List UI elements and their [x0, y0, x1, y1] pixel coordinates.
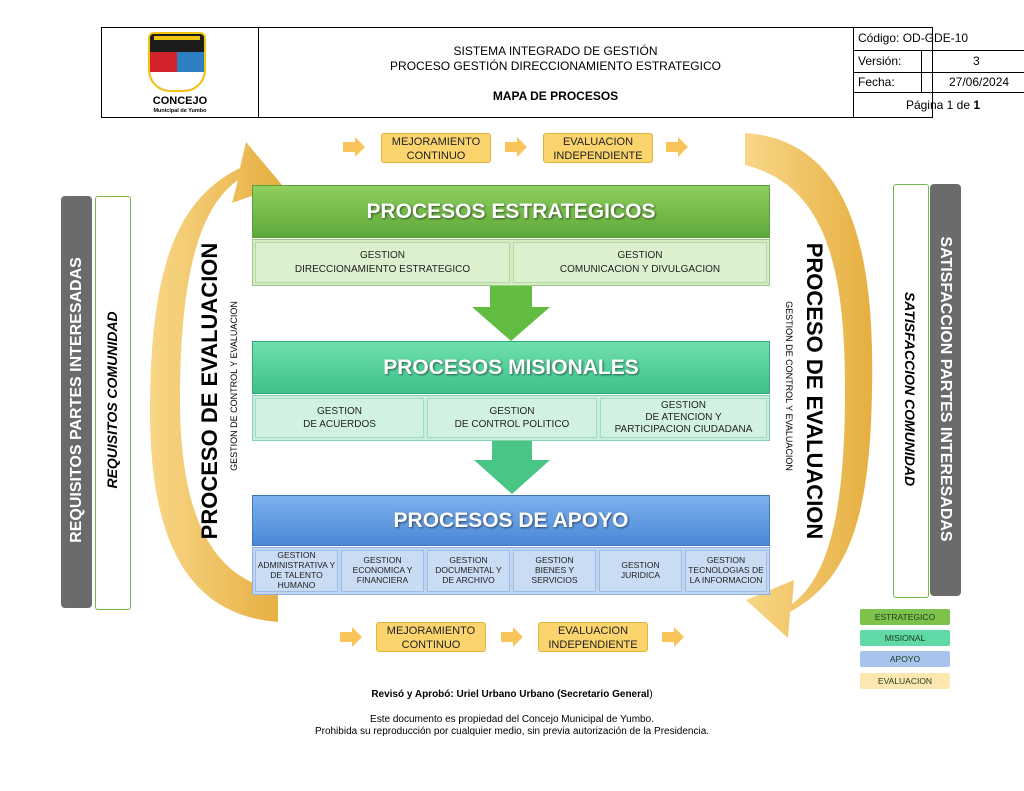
right-inner-label: SATISFACCION COMUNIDAD [902, 291, 918, 487]
left-outer-label: REQUISITOS PARTES INTERESADAS [68, 257, 85, 543]
estrategicos-bar: PROCESOS ESTRATEGICOS [252, 185, 770, 238]
header-table: CONCEJO Municipal de Yumbo SISTEMA INTEG… [101, 27, 1024, 118]
document-name: MAPA DE PROCESOS [492, 89, 619, 103]
small-arrow-icon [340, 627, 362, 647]
legend-misional: MISIONAL [860, 630, 950, 646]
fecha-label: Fecha: [858, 75, 895, 89]
right-outer-band [930, 184, 961, 596]
apoyo-title: PROCESOS DE APOYO [393, 509, 629, 532]
cell-juridica: GESTION JURIDICA [599, 550, 682, 592]
small-arrow-icon [505, 137, 527, 157]
cell-documental: GESTION DOCUMENTAL Y DE ARCHIVO [427, 550, 510, 592]
process-title: PROCESO GESTIÓN DIRECCIONAMIENTO ESTRATE… [390, 59, 721, 73]
meta-cell: Código: OD-GDE-10 Versión: 3 Fecha: 27/0… [853, 28, 1024, 117]
legend-evaluacion: EVALUACION [860, 673, 950, 689]
approval-line: Revisó y Aprobó: Uriel Urbano Urbano (Se… [371, 689, 653, 700]
right-outer-label: SATISFACCION PARTES INTERESADAS [937, 236, 954, 542]
right-eval-title: PROCESO DE EVALUACION [802, 242, 827, 540]
logo-subtext: Municipal de Yumbo [153, 108, 207, 114]
cell-acuerdos: GESTION DE ACUERDOS [255, 398, 424, 438]
down-arrow-icon [474, 440, 550, 494]
small-arrow-icon [343, 137, 365, 157]
apoyo-cells: GESTION ADMINISTRATIVA Y DE TALENTO HUMA… [252, 547, 770, 595]
small-arrow-icon [662, 627, 684, 647]
reproduction-notice: Prohibida su reproducción por cualquier … [314, 726, 710, 737]
ownership-notice: Este documento es propiedad del Concejo … [370, 714, 654, 725]
left-eval-subtitle: GESTION DE CONTROL Y EVALUACION [229, 301, 239, 471]
right-curved-arrow [745, 133, 873, 638]
logo-text: CONCEJO [152, 95, 208, 107]
misionales-cells: GESTION DE ACUERDOS GESTION DE CONTROL P… [252, 395, 770, 441]
version-label: Versión: [858, 54, 902, 68]
right-eval-subtitle: GESTION DE CONTROL Y EVALUACION [784, 301, 794, 471]
left-outer-band [61, 196, 92, 608]
cell-comunicacion: GESTION COMUNICACION Y DIVULGACION [513, 242, 767, 283]
left-curved-arrow [149, 142, 282, 622]
cell-direccionamiento: GESTION DIRECCIONAMIENTO ESTRATEGICO [255, 242, 510, 283]
cell-bienes: GESTION BIENES Y SERVICIOS [513, 550, 596, 592]
right-inner-box [893, 184, 929, 598]
cell-tecnologias: GESTION TECNOLOGIAS DE LA INFORMACION [685, 550, 767, 592]
left-inner-box [95, 196, 131, 610]
codigo-text: Código: OD-GDE-10 [858, 31, 969, 45]
logo-cell: CONCEJO Municipal de Yumbo [102, 28, 259, 117]
concejo-logo-icon [148, 32, 206, 92]
estrategicos-title: PROCESOS ESTRATEGICOS [366, 200, 656, 223]
version-value: 3 [973, 54, 980, 68]
left-eval-title: PROCESO DE EVALUACION [197, 242, 222, 540]
page-number: Página 1 de 1 [905, 98, 981, 112]
legend-estrategico: ESTRATEGICO [860, 609, 950, 625]
misionales-bar: PROCESOS MISIONALES [252, 341, 770, 394]
small-arrow-icon [666, 137, 688, 157]
cell-control-politico: GESTION DE CONTROL POLITICO [427, 398, 597, 438]
legend-apoyo: APOYO [860, 651, 950, 667]
down-arrow-icon [472, 285, 550, 341]
fecha-value: 27/06/2024 [949, 75, 1010, 89]
apoyo-bar: PROCESOS DE APOYO [252, 495, 770, 546]
cell-administrativa: GESTION ADMINISTRATIVA Y DE TALENTO HUMA… [255, 550, 338, 592]
cell-economica: GESTION ECONOMICA Y FINANCIERA [341, 550, 424, 592]
small-arrow-icon [501, 627, 523, 647]
estrategicos-cells: GESTION DIRECCIONAMIENTO ESTRATEGICO GES… [252, 239, 770, 286]
misionales-title: PROCESOS MISIONALES [383, 356, 639, 379]
system-title: SISTEMA INTEGRADO DE GESTIÓN [453, 44, 658, 58]
left-inner-label: REQUISITOS COMUNIDAD [104, 311, 120, 489]
cell-atencion-participacion: GESTION DE ATENCION Y PARTICIPACION CIUD… [600, 398, 767, 438]
